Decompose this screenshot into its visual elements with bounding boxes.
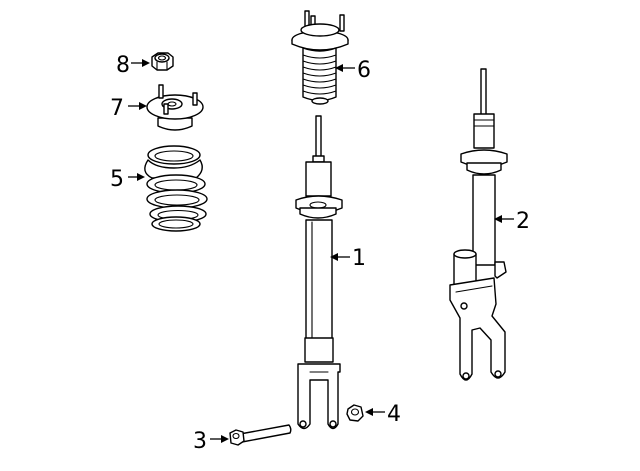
callout-2: 2 — [516, 209, 530, 234]
part-6-bump-stop — [291, 10, 349, 105]
callout-7: 7 — [110, 96, 124, 121]
part-7-upper-mount — [146, 84, 204, 131]
part-3-bolt — [229, 424, 292, 446]
leader-5 — [128, 173, 145, 181]
leader-7 — [128, 102, 147, 110]
callout-4: 4 — [387, 402, 401, 427]
leader-6 — [335, 64, 355, 72]
callout-6: 6 — [357, 58, 371, 83]
part-1-strut — [295, 115, 343, 430]
callout-8: 8 — [116, 53, 130, 78]
part-2-strut — [449, 68, 508, 381]
part-5-coil-spring — [144, 145, 208, 232]
leader-3 — [210, 435, 229, 443]
callout-5: 5 — [110, 167, 124, 192]
part-8-nut — [151, 52, 174, 71]
leader-4 — [365, 408, 385, 416]
callout-1: 1 — [352, 246, 366, 271]
part-4-nut — [346, 404, 364, 422]
leader-8 — [131, 59, 150, 67]
leader-2 — [494, 215, 514, 223]
callout-3: 3 — [193, 429, 207, 454]
leader-1 — [330, 253, 350, 261]
